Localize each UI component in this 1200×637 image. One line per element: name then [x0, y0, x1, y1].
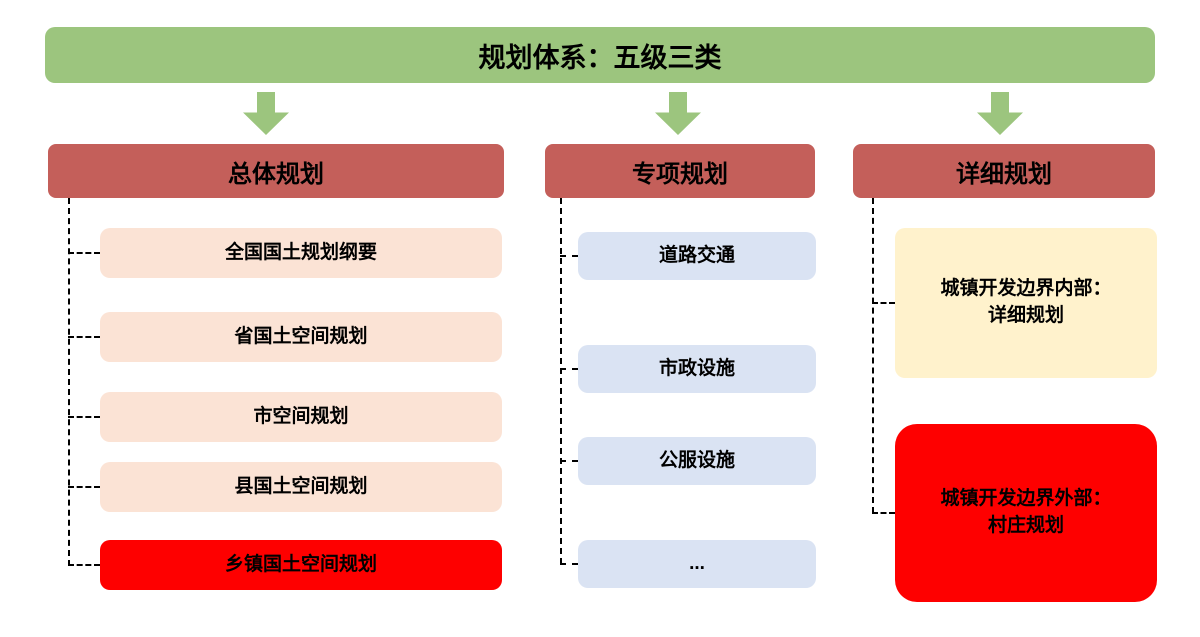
- node-municipal-facilities: 市政设施: [578, 345, 816, 393]
- node-outside-urban-boundary-village-plan: 城镇开发边界外部： 村庄规划: [895, 424, 1157, 602]
- column-header-label: 总体规划: [228, 160, 324, 188]
- connector-line: [68, 416, 100, 418]
- column-header-overall-planning: 总体规划: [48, 144, 504, 198]
- connector-line: [68, 564, 100, 566]
- column-header-label: 详细规划: [956, 160, 1052, 188]
- connector-line: [560, 255, 578, 257]
- node-public-service-facilities: 公服设施: [578, 437, 816, 485]
- connector-line: [68, 486, 100, 488]
- column-header-special-planning: 专项规划: [545, 144, 815, 198]
- node-township-spatial-plan: 乡镇国土空间规划: [100, 540, 502, 590]
- connector-line: [560, 460, 578, 462]
- node-provincial-spatial-plan: 省国土空间规划: [100, 312, 502, 362]
- node-ellipsis: ...: [578, 540, 816, 588]
- connector-line: [68, 198, 70, 566]
- connector-line: [560, 563, 578, 565]
- column-header-label: 专项规划: [632, 160, 728, 188]
- column-header-detailed-planning: 详细规划: [853, 144, 1155, 198]
- node-road-traffic: 道路交通: [578, 232, 816, 280]
- connector-line: [560, 368, 578, 370]
- node-city-spatial-plan: 市空间规划: [100, 392, 502, 442]
- connector-line: [68, 252, 100, 254]
- connector-line: [872, 512, 895, 514]
- node-inside-urban-boundary-detailed-plan: 城镇开发边界内部： 详细规划: [895, 228, 1157, 378]
- connector-line: [68, 336, 100, 338]
- diagram-title: 规划体系：五级三类: [478, 42, 722, 73]
- connector-line: [872, 302, 895, 304]
- connector-line: [560, 198, 562, 564]
- down-arrow-icon: [655, 92, 701, 135]
- title-banner: 规划体系：五级三类: [45, 27, 1155, 83]
- down-arrow-icon: [243, 92, 289, 135]
- node-national-land-plan-outline: 全国国土规划纲要: [100, 228, 502, 278]
- node-county-spatial-plan: 县国土空间规划: [100, 462, 502, 512]
- down-arrow-icon: [977, 92, 1023, 135]
- connector-line: [872, 198, 874, 513]
